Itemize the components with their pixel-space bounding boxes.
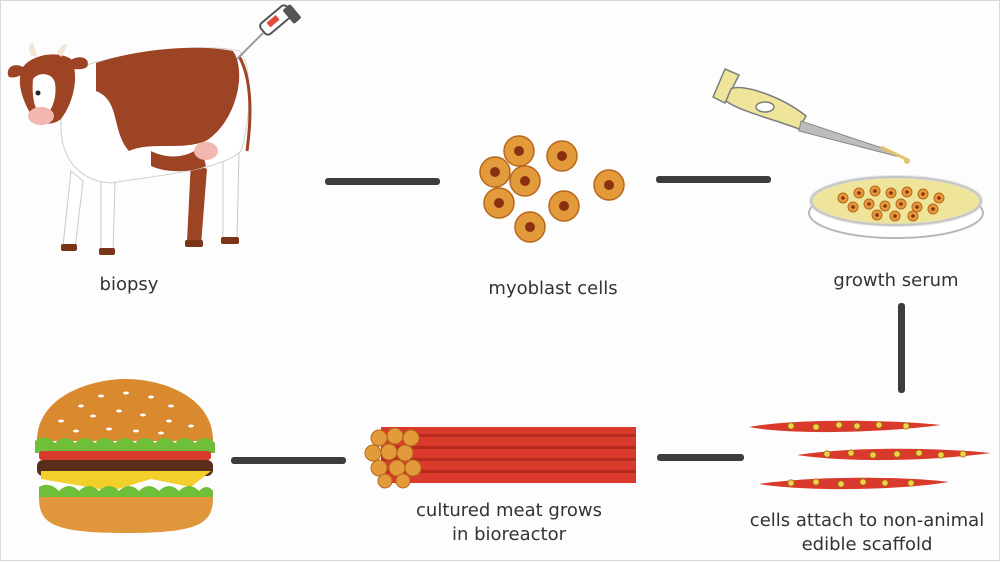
label-scaffold-line2: edible scaffold (801, 534, 933, 555)
label-growth-serum: growth serum (833, 270, 959, 291)
cow-icon (7, 43, 252, 255)
pipette-icon (712, 68, 910, 164)
connector-myoblast-serum (656, 176, 771, 183)
connector-biopsy-myoblast (325, 178, 440, 185)
label-scaffold-line1: cells attach to non-animal (749, 510, 985, 531)
label-biopsy: biopsy (99, 274, 159, 295)
connector-serum-scaffold (898, 303, 905, 393)
label-bioreactor-line2: in bioreactor (451, 524, 567, 545)
scaffold-cells-icon (749, 420, 991, 490)
label-bioreactor: cultured meat grows in bioreactor (399, 499, 619, 547)
connector-bioreactor-burger (231, 457, 346, 464)
petri-dish-icon (808, 175, 984, 239)
label-scaffold: cells attach to non-animal edible scaffo… (736, 509, 998, 557)
label-bioreactor-line1: cultured meat grows (416, 500, 602, 521)
cell-cluster-icon (479, 135, 625, 243)
burger-icon (35, 379, 215, 533)
label-myoblast-cells: myoblast cells (488, 278, 618, 299)
muscle-fiber-icon (364, 427, 636, 489)
connector-scaffold-bioreactor (657, 454, 744, 461)
syringe-icon (236, 4, 301, 60)
